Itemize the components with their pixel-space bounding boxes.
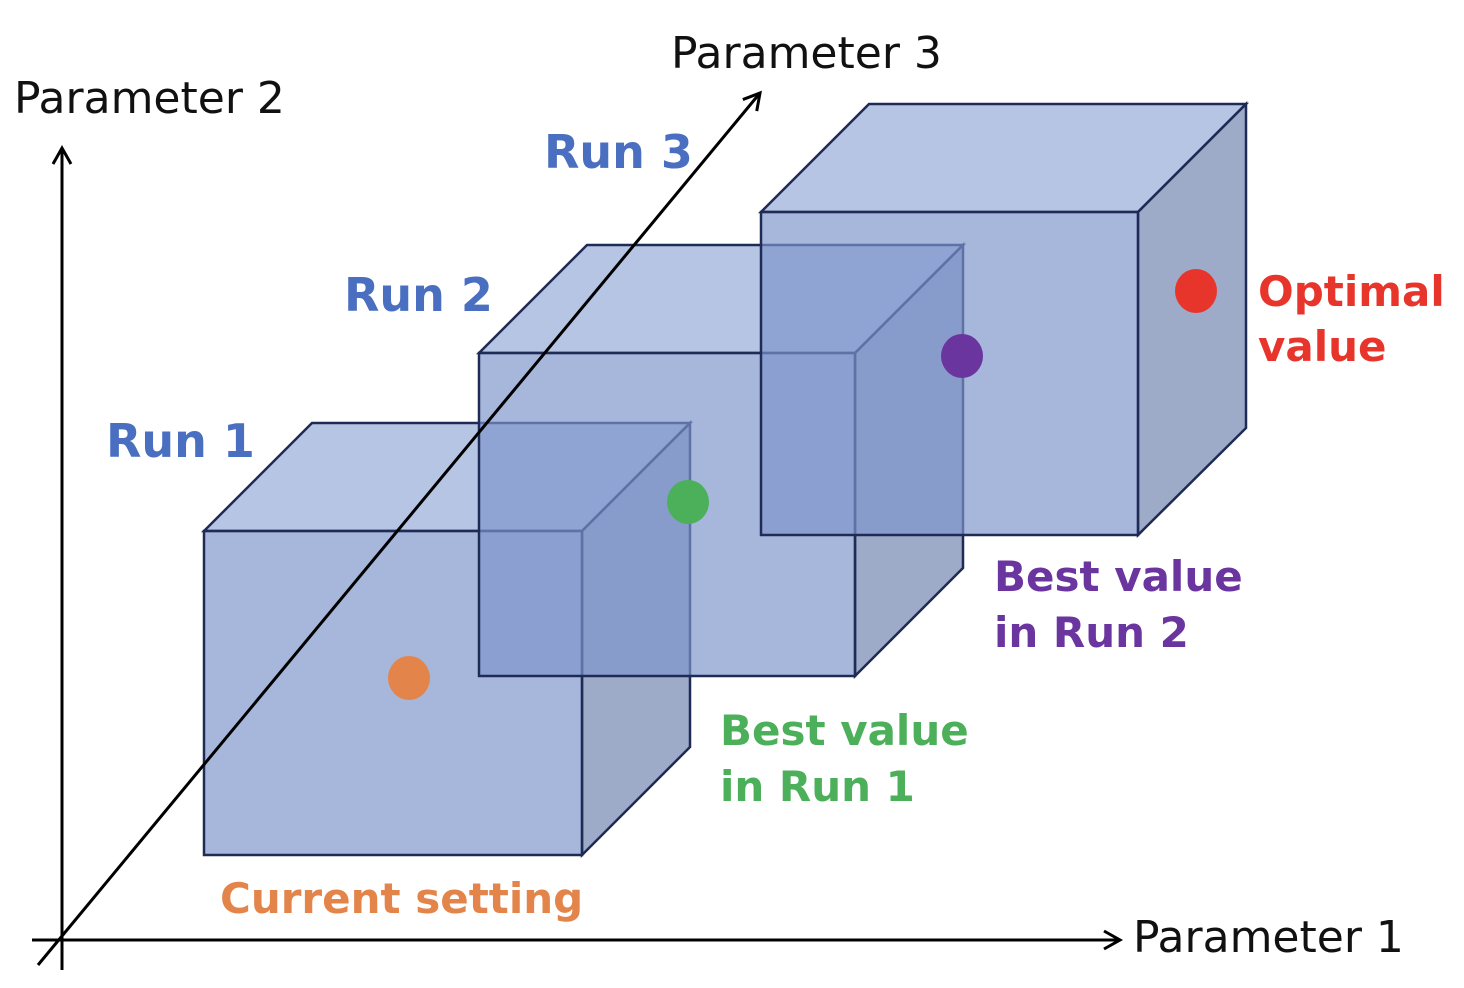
best-run-1-label-line2: in Run 1	[720, 762, 915, 811]
cube-run-3	[757, 100, 1250, 538]
best-run-1-dot	[667, 480, 709, 524]
optimal-value-label-line1: Optimal	[1258, 267, 1445, 316]
optimal-value-dot	[1175, 269, 1217, 313]
current-setting-dot	[388, 656, 430, 700]
y-axis-label: Parameter 2	[14, 73, 285, 124]
run-1-label: Run 1	[106, 414, 255, 468]
run-2-label: Run 2	[344, 268, 493, 322]
z-axis-label: Parameter 3	[671, 28, 942, 79]
best-run-1-label-line1: Best value	[720, 706, 969, 755]
run-3-label: Run 3	[544, 125, 693, 179]
current-setting-label: Current setting	[220, 874, 583, 923]
x-axis-label: Parameter 1	[1133, 912, 1404, 963]
optimal-value-label-line2: value	[1258, 322, 1387, 371]
best-run-2-label-line2: in Run 2	[994, 608, 1189, 657]
best-run-2-dot	[941, 334, 983, 378]
best-run-2-label-line1: Best value	[994, 552, 1243, 601]
z-axis	[36, 90, 762, 966]
